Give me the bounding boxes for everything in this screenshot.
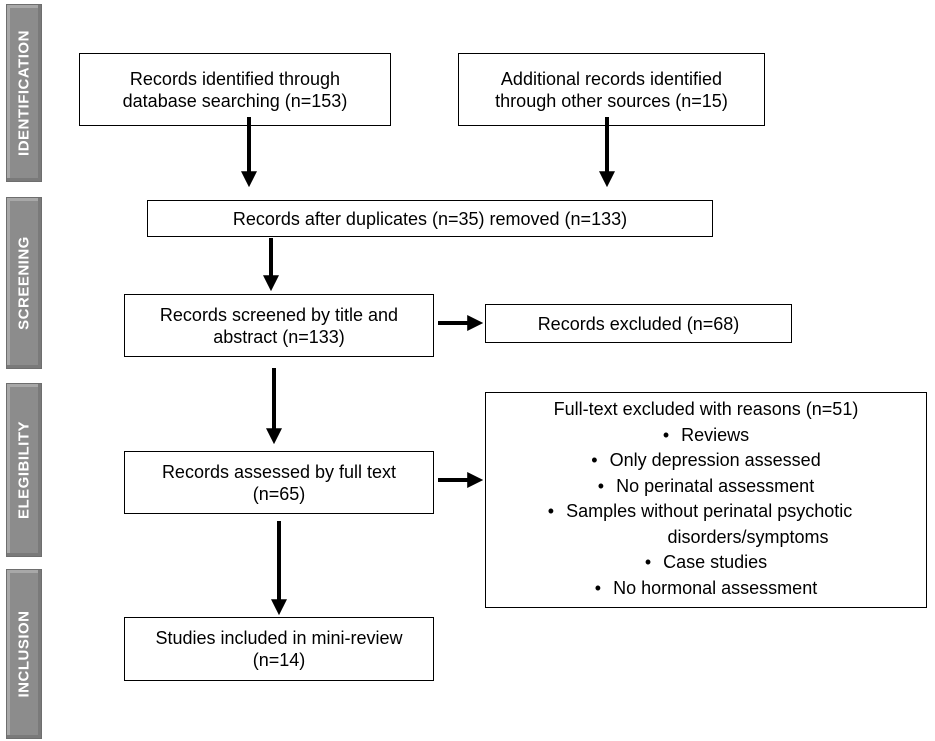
- box-screened: Records screened by title and abstract (…: [124, 294, 434, 357]
- exclusion-reason-item: •Samples without perinatal psychotic dis…: [547, 501, 853, 547]
- box-after-duplicates: Records after duplicates (n=35) removed …: [147, 200, 713, 237]
- phase-inclusion: INCLUSION: [6, 569, 42, 739]
- box-full-text-assessed: Records assessed by full text (n=65): [124, 451, 434, 514]
- box-database-search: Records identified through database sear…: [79, 53, 391, 126]
- box-other-sources: Additional records identified through ot…: [458, 53, 765, 126]
- exclusion-reason-item: •Only depression assessed: [591, 450, 821, 470]
- exclusion-reasons-title: Full-text excluded with reasons (n=51): [553, 399, 859, 419]
- box-database-search-text: Records identified through database sear…: [122, 68, 348, 111]
- box-included: Studies included in mini-review (n=14): [124, 617, 434, 681]
- box-screened-text: Records screened by title and abstract (…: [159, 304, 399, 347]
- box-exclusion-reasons: Full-text excluded with reasons (n=51) •…: [485, 392, 927, 608]
- exclusion-reason-item: •No hormonal assessment: [594, 577, 818, 598]
- box-excluded: Records excluded (n=68): [485, 304, 792, 343]
- exclusion-reason-item: •Case studies: [644, 552, 768, 572]
- exclusion-reasons-list: •Reviews •Only depression assessed •No p…: [486, 423, 926, 602]
- box-full-text-assessed-text: Records assessed by full text (n=65): [161, 461, 397, 504]
- box-included-text: Studies included in mini-review (n=14): [155, 628, 403, 670]
- phase-eligibility: ELEGIBILITY: [6, 383, 42, 557]
- exclusion-reason-item: •Reviews: [662, 424, 750, 445]
- box-excluded-text: Records excluded (n=68): [537, 313, 740, 334]
- phase-screening: SCREENING: [6, 197, 42, 369]
- exclusion-reason-item: •No perinatal assessment: [597, 475, 815, 496]
- box-other-sources-text: Additional records identified through ot…: [495, 68, 728, 111]
- box-after-duplicates-text: Records after duplicates (n=35) removed …: [232, 208, 628, 229]
- phase-identification: IDENTIFICATION: [6, 4, 42, 182]
